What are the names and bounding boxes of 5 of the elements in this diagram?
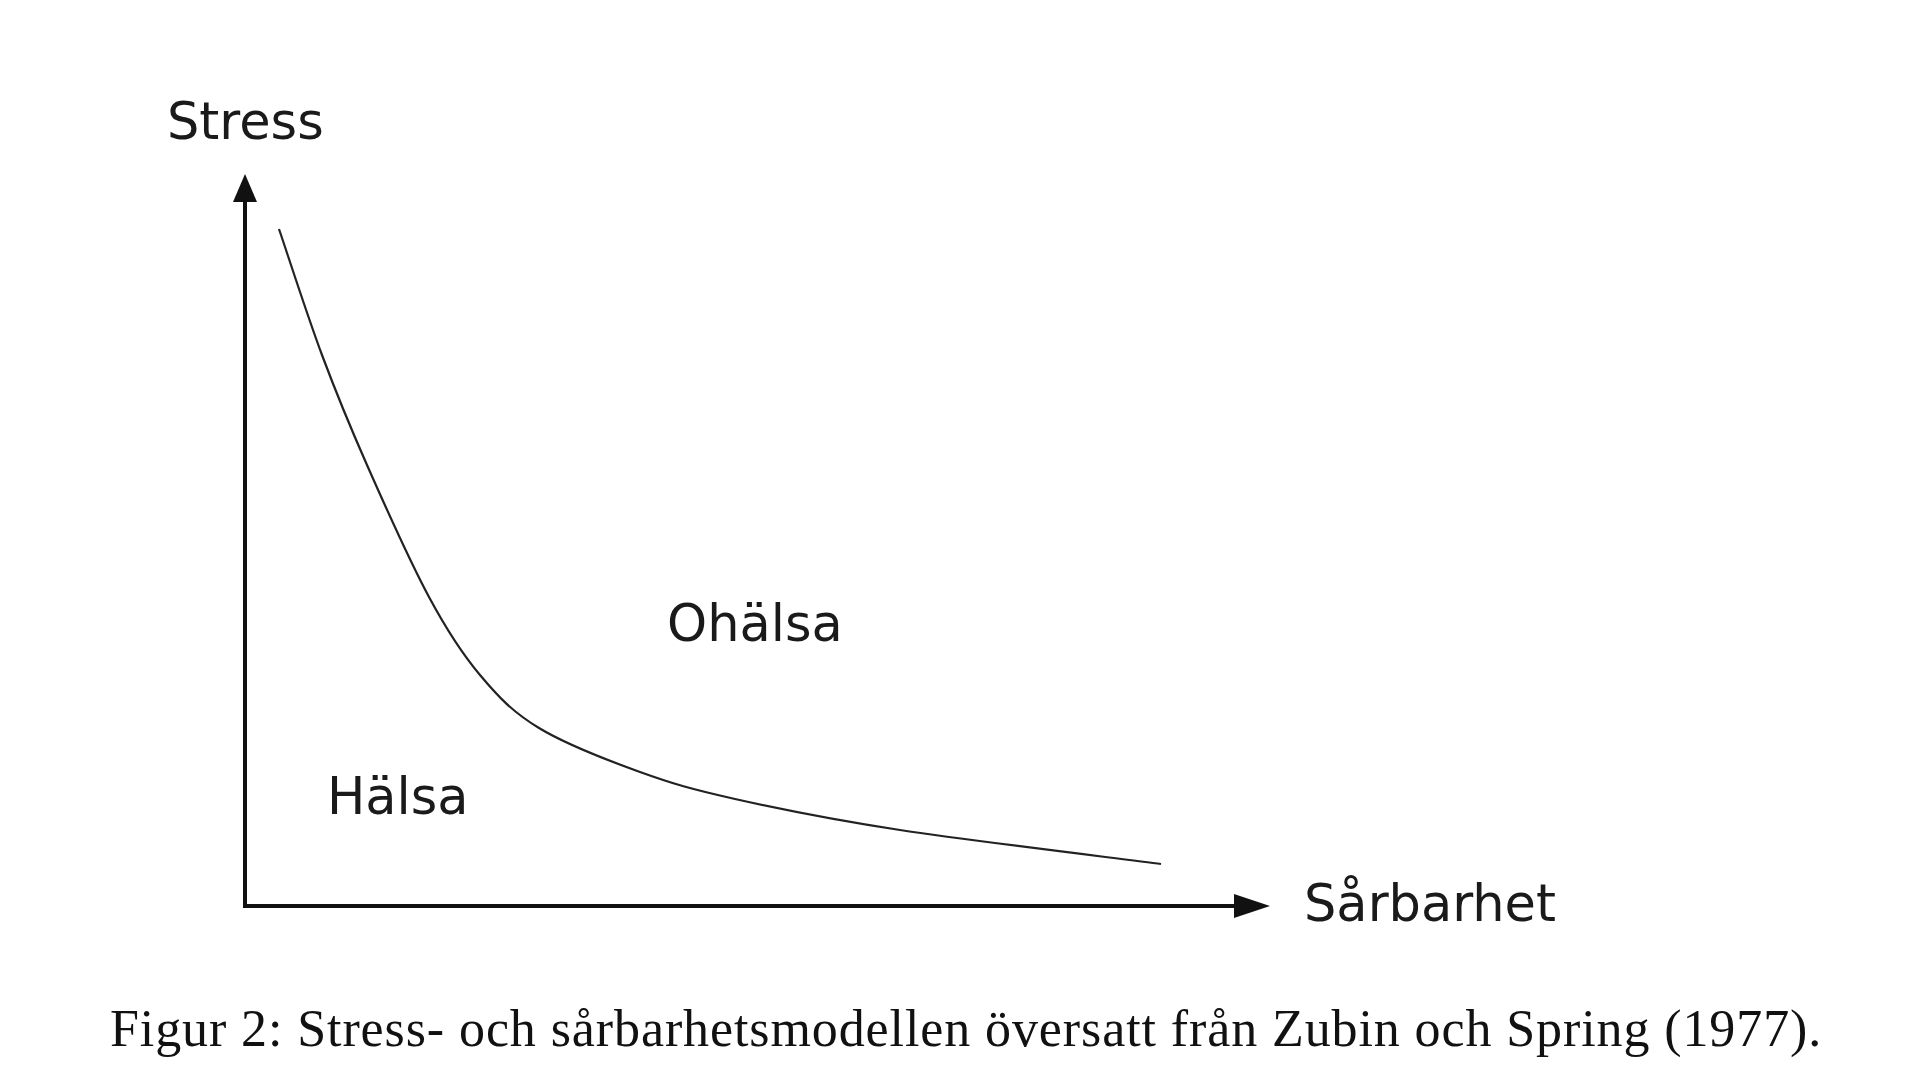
axis-label: Stress (167, 91, 324, 153)
axis-label: Sårbarhet (1304, 873, 1556, 935)
figure-caption: Figur 2: Stress- och sårbarhetsmodellen översatt från Zubin och Spring (1977). (110, 999, 1823, 1059)
region-label: Hälsa (327, 766, 469, 828)
region-label: Ohälsa (667, 593, 843, 655)
